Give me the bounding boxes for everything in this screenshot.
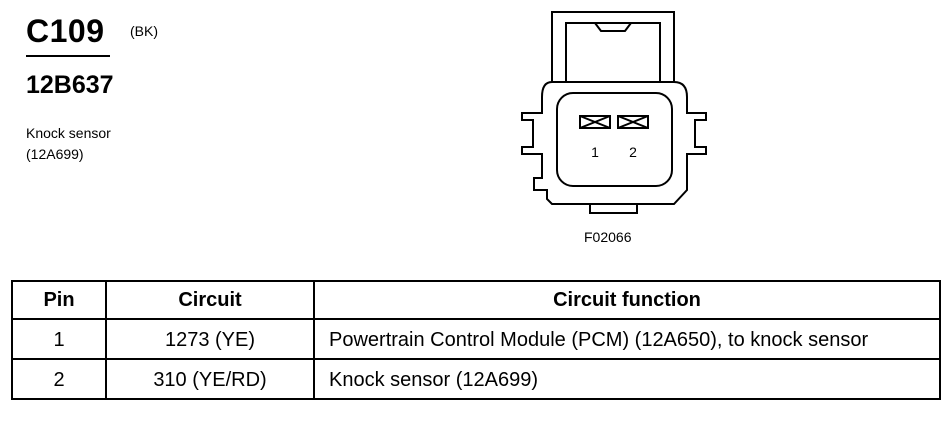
table-row: 2 310 (YE/RD) Knock sensor (12A699) [11,358,941,400]
connector-housing [521,81,707,205]
connector-keyway [589,204,638,214]
connector-latch-notch [594,22,632,32]
circuit-cell: 310 (YE/RD) [105,358,315,400]
connector-description-line: (12A699) [26,146,84,162]
table-header-row: Pin Circuit Circuit function [11,280,941,320]
connector-latch [551,11,675,82]
circuit-function-cell: Powertrain Control Module (PCM) (12A650)… [313,318,941,360]
pin-table: Pin Circuit Circuit function 1 1273 (YE)… [11,280,941,400]
pin-cell: 2 [11,358,107,400]
pin-label: 1 [591,144,599,160]
pin-cavity-outline [556,92,673,187]
title-underline [26,55,110,57]
connector-latch-inner [565,22,661,82]
connector-description-line: Knock sensor [26,125,111,141]
header-circuit-function: Circuit function [313,280,941,320]
pin-cell: 1 [11,318,107,360]
connector-face-diagram: 1 2 [521,11,707,214]
figure-code: F02066 [584,229,632,245]
part-number: 12B637 [26,71,114,99]
pin-1-terminal [579,115,611,129]
circuit-function-cell: Knock sensor (12A699) [313,358,941,400]
table-row: 1 1273 (YE) Powertrain Control Module (P… [11,318,941,360]
circuit-cell: 1273 (YE) [105,318,315,360]
pin-2-terminal [617,115,649,129]
pin-label: 2 [629,144,637,160]
connector-id: C109 [26,13,105,49]
header-circuit: Circuit [105,280,315,320]
header-pin: Pin [11,280,107,320]
connector-color: (BK) [130,23,158,39]
